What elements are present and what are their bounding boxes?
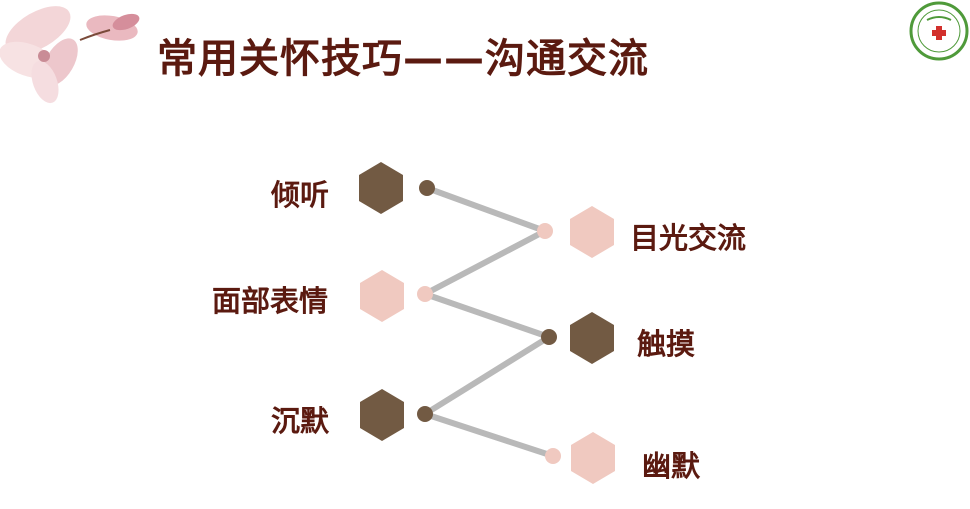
connector-dot: [419, 180, 435, 196]
hexagon-right-2: [570, 312, 614, 364]
magnolia-flower-decoration: [0, 6, 140, 104]
hospital-logo-icon: [909, 1, 969, 61]
label-touch: 触摸: [637, 327, 696, 361]
label-eye-contact: 目光交流: [630, 221, 747, 255]
connector-line: [422, 411, 556, 459]
connector-line: [422, 228, 548, 297]
connector-dot: [417, 286, 433, 302]
hexagon-left-3: [360, 389, 404, 441]
label-listen: 倾听: [271, 178, 330, 212]
hexagon-left-2: [360, 270, 404, 322]
connector-dot: [417, 406, 433, 422]
connector-line: [424, 185, 548, 234]
page-title: 常用关怀技巧——沟通交流: [157, 36, 649, 82]
connector-line: [422, 291, 552, 340]
connector-line: [422, 334, 552, 417]
hexagon-left-1: [359, 162, 403, 214]
connector-dot: [537, 223, 553, 239]
label-humor: 幽默: [642, 449, 701, 483]
label-silence: 沉默: [271, 404, 330, 438]
connector-dot: [541, 329, 557, 345]
connector-dot: [545, 448, 561, 464]
hexagon-right-3: [571, 432, 615, 484]
hexagon-right-1: [570, 206, 614, 258]
label-facial-expression: 面部表情: [212, 284, 329, 318]
